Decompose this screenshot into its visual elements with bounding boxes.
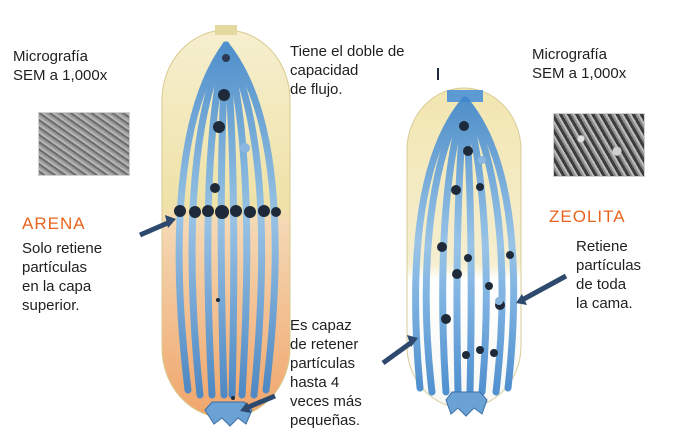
zeolite-filter-tank — [407, 88, 521, 416]
sand-sem-micrograph — [38, 112, 130, 176]
zeolite-description: Retiene partículas de toda la cama. — [576, 237, 671, 313]
retention-note: Es capaz de retener partículas hasta 4 v… — [290, 316, 400, 430]
sand-sem-caption: Micrografía SEM a 1,000x — [13, 47, 153, 85]
zeolite-media-label: ZEOLITA — [549, 207, 626, 227]
zeolite-sem-caption: Micrografía SEM a 1,000x — [532, 45, 672, 83]
sand-description: Solo retiene partículas en la capa super… — [22, 239, 152, 315]
sand-media-label: ARENA — [22, 214, 86, 234]
flow-capacity-note: Tiene el doble de capacidad de flujo. — [290, 42, 450, 99]
zeolite-sem-micrograph — [553, 113, 645, 177]
sand-filter-tank — [162, 25, 290, 426]
